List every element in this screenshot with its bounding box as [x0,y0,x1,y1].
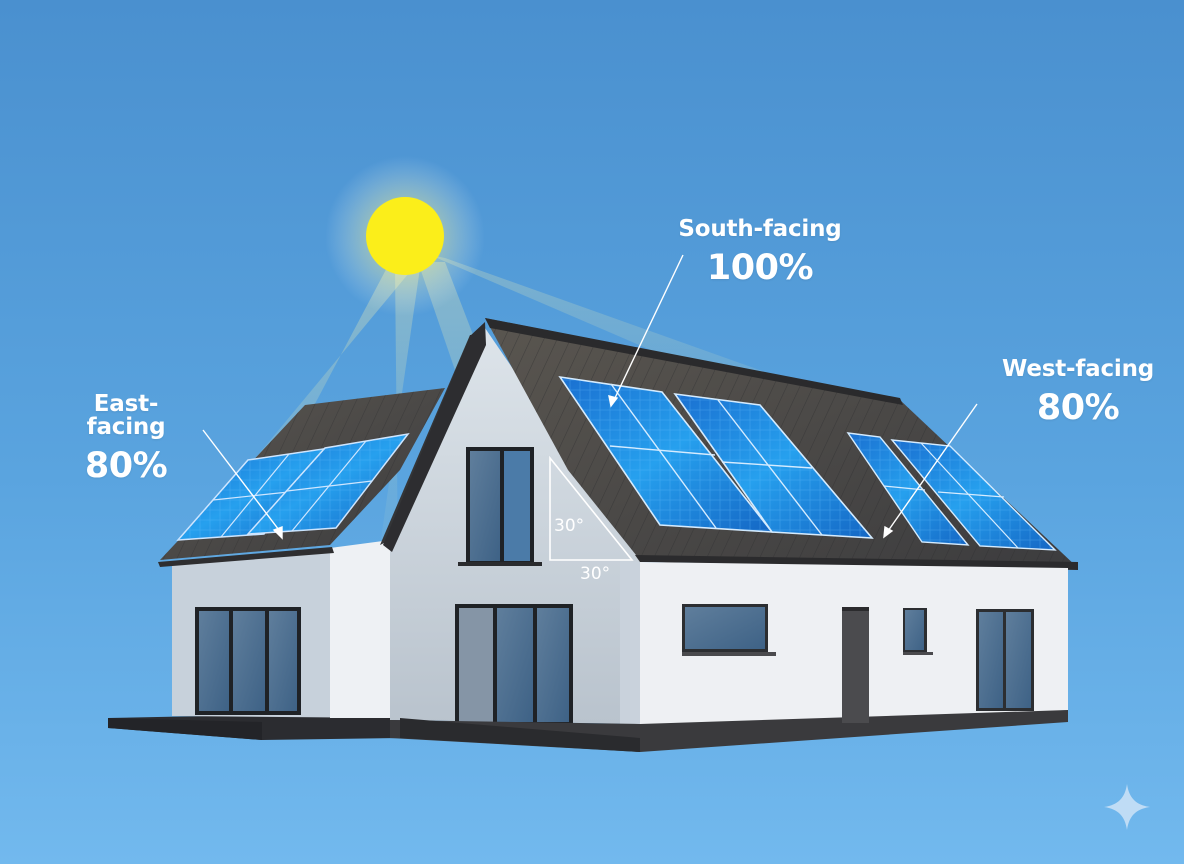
pitch-angle-vertical: 30° [554,516,585,536]
west-facing-name: West-facing [1001,356,1155,382]
east-patio-door [195,607,301,715]
roof-pitch-triangle [549,455,634,561]
gable-window [458,447,542,566]
front-door [842,607,869,723]
leader-arrows [202,254,978,540]
east-facing-efficiency: 80% [84,446,168,486]
center-patio-door [455,604,573,726]
west-facing-label: West-facing 80% [993,358,1163,426]
east-facing-label: East-facing 80% [56,393,196,484]
south-facing-efficiency: 100% [706,248,814,288]
east-facing-name: East-facing [86,391,166,440]
main-window-small [903,608,933,655]
main-patio-door [976,609,1034,711]
west-facing-efficiency: 80% [1036,388,1120,428]
south-solar-panels [558,375,874,539]
sun-icon [325,156,485,316]
south-facing-name: South-facing [678,216,842,242]
south-facing-label: South-facing 100% [670,218,850,286]
pitch-angle-horizontal: 30° [580,564,611,584]
sparkle-icon [1104,784,1150,830]
main-window-wide [682,604,776,656]
east-solar-panels [176,432,410,541]
